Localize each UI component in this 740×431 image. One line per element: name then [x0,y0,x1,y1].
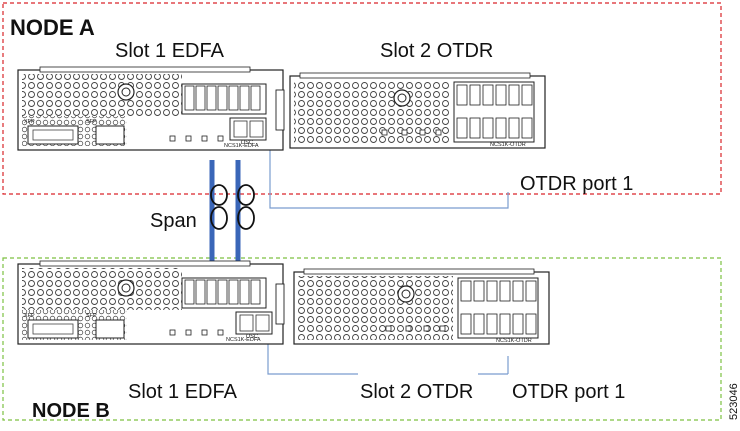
node-a-edfa-sfp: SFP [86,119,97,125]
node-a-edfa-module [17,66,285,151]
node-a-edfa-xfp: XFP [24,119,35,125]
node-a-otdr-model: NCS1K-OTDR [490,142,526,148]
node-a-slot2-label: Slot 2 OTDR [380,40,493,62]
node-b-otdr-model: NCS1K-OTDR [496,338,532,344]
span-coil-1 [210,184,228,230]
node-a-title: NODE A [10,15,95,40]
node-a-edfa-model: NCS1K-EDFA [224,143,259,149]
node-b-otdr-module [293,268,550,345]
node-b-edfa-sfp: SFP [86,313,97,319]
node-a-box [2,2,722,195]
node-a-otdr-port-label: OTDR port 1 [520,173,633,195]
node-b-edfa-xfp: XFP [24,313,35,319]
node-a-otdr-module [289,72,546,149]
span-label: Span [150,210,197,232]
figure-id: 523046 [728,383,740,420]
node-a-slot1-label: Slot 1 EDFA [115,40,225,62]
node-b-otdr-port-label: OTDR port 1 [512,381,625,403]
otdr-link-a [269,146,509,209]
node-b-box [2,257,722,421]
node-b-edfa-model: NCS1K-EDFA [226,337,261,343]
node-a-edfa-osc: OSC [241,140,253,146]
node-b-edfa-osc: OSC [246,334,258,340]
node-b-slot2-label: Slot 2 OTDR [360,381,473,403]
otdr-link-b [267,340,358,375]
span-coil-2 [237,184,255,230]
node-b-slot1-label: Slot 1 EDFA [128,381,238,403]
node-b-edfa-module [17,260,285,345]
node-b-title: NODE B [32,400,110,422]
